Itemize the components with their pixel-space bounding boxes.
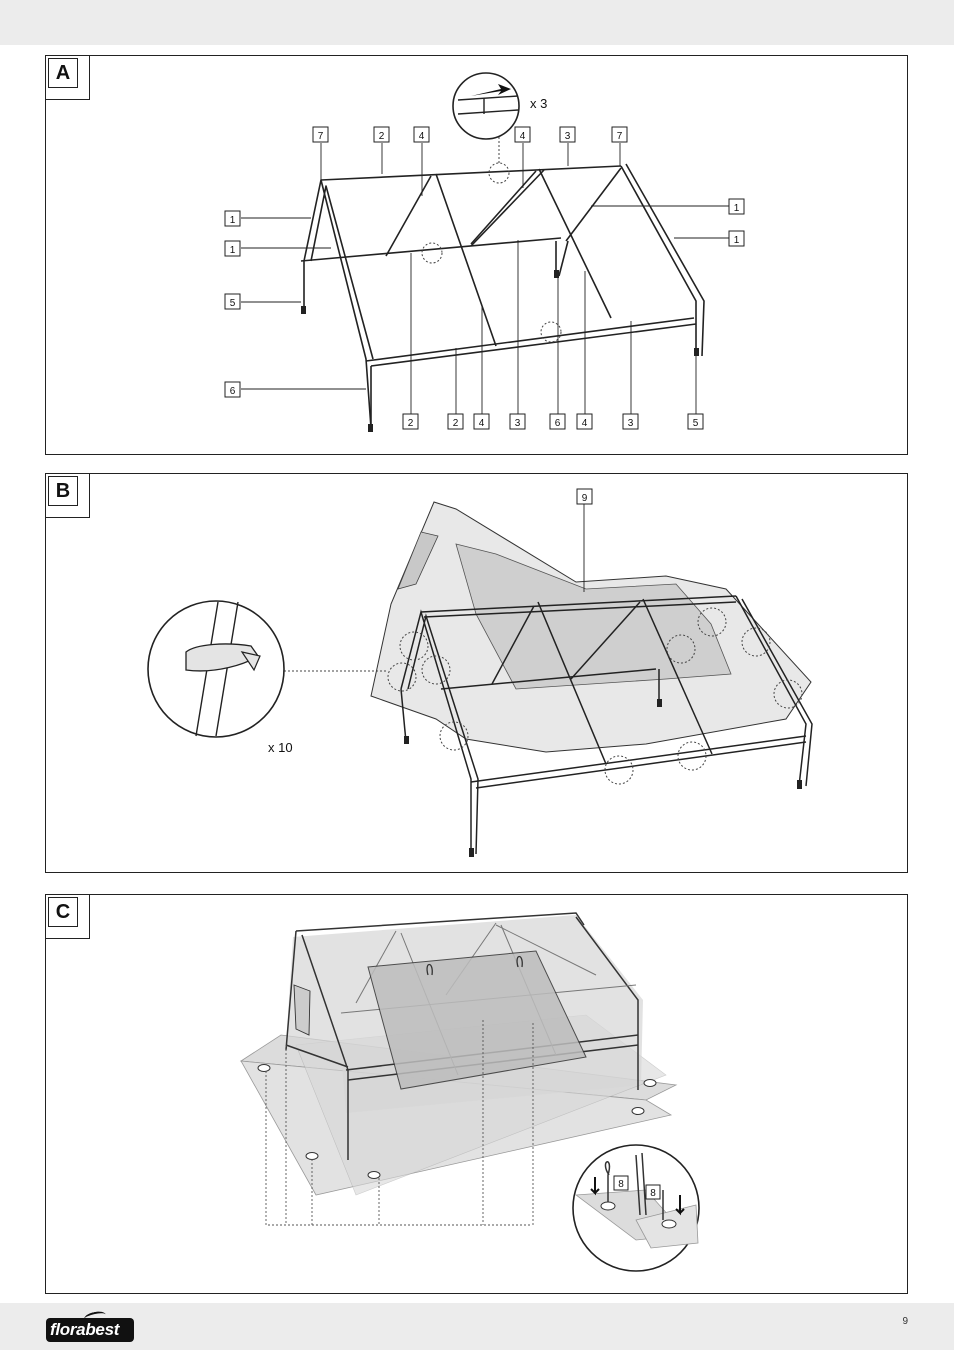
top-bar [0, 0, 954, 45]
callout-bottom-7: 3 [628, 418, 634, 429]
brand-logo-background [46, 1318, 134, 1342]
page-number: 9 [902, 1316, 908, 1327]
callout-bottom-2: 2 [453, 418, 459, 429]
callout-stake-1: 8 [618, 1179, 624, 1190]
panel-a: x 3 [45, 55, 908, 455]
callout-top-5: 3 [565, 131, 571, 142]
callout-left-1: 1 [230, 215, 236, 226]
velcro-multiplier: x 10 [268, 740, 293, 755]
callout-bottom-3: 4 [479, 418, 485, 429]
panel-c: 8 8 C [45, 894, 908, 1294]
callout-right-1: 1 [734, 203, 740, 214]
panel-b: x 10 9 B [45, 473, 908, 873]
frame-assembly-diagram: x 3 [224, 72, 745, 432]
callout-right-2: 1 [734, 235, 740, 246]
callout-top-2: 2 [379, 131, 385, 142]
callout-stake-2: 8 [650, 1188, 656, 1199]
panel-a-tag: A [46, 56, 90, 100]
footer-bar [0, 1303, 954, 1350]
callout-top-1: 7 [318, 131, 324, 142]
cover-fitting-diagram: x 10 9 [147, 488, 813, 857]
ground-anchoring-diagram: 8 8 [239, 912, 700, 1272]
brand-name: florabest [50, 1320, 120, 1339]
brand-logo: florabest [46, 1309, 136, 1344]
callout-top-6: 7 [617, 131, 623, 142]
callout-top-3: 4 [419, 131, 425, 142]
callout-bottom-4: 3 [515, 418, 521, 429]
callout-left-4: 6 [230, 386, 236, 397]
connector-multiplier: x 3 [530, 96, 547, 111]
panel-a-label: A [48, 58, 78, 88]
callout-top-4: 4 [520, 131, 526, 142]
panel-c-label: C [48, 897, 78, 927]
callout-bottom-5: 6 [555, 418, 561, 429]
callout-left-2: 1 [230, 245, 236, 256]
callout-left-3: 5 [230, 298, 236, 309]
panel-b-label: B [48, 476, 78, 506]
callout-bottom-6: 4 [582, 418, 588, 429]
panel-c-tag: C [46, 895, 90, 939]
panel-b-tag: B [46, 474, 90, 518]
callout-bottom-1: 2 [408, 418, 414, 429]
callout-bottom-8: 5 [693, 418, 699, 429]
callout-cover: 9 [582, 493, 588, 504]
